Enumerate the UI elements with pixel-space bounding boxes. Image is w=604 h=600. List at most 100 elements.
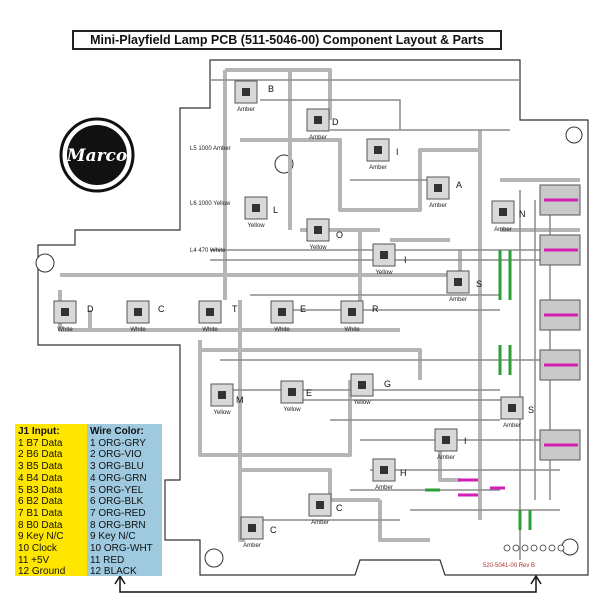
mounting-hole (204, 548, 224, 568)
j1-row: 1 B7 Data (18, 437, 63, 449)
lamp-color-label: Yellow (353, 400, 371, 406)
lamp-footprint: Yellow L (244, 196, 278, 229)
lamp-color-label: Amber (369, 165, 387, 171)
j1-row: 3 B5 Data (18, 461, 63, 473)
lamp-color-label: White (130, 327, 146, 333)
lamp-label: I (464, 436, 467, 446)
lamp-color-label: Amber (494, 227, 512, 233)
wire-row: 5 ORG-YEL (90, 484, 144, 496)
lamp-footprint: White D (53, 300, 94, 333)
j1-row: 5 B3 Data (18, 484, 63, 496)
wire-row: 11 RED (90, 554, 125, 566)
j1-row: 8 B0 Data (18, 519, 63, 531)
traces-thin (210, 79, 580, 560)
lamp-note: L5 1000 Amber (190, 146, 231, 152)
lamp-color-label: Amber (429, 203, 447, 209)
j1-row: 10 Clock (18, 543, 57, 555)
lamp-note: L6 1000 Yellow (190, 201, 231, 207)
wire-row: 12 BLACK (90, 566, 137, 578)
wire-row: 10 ORG-WHT (90, 543, 153, 555)
lamp-label: S (476, 279, 482, 289)
lamp-note: L4 470 White (190, 248, 226, 254)
lamp-footprint: White C (126, 300, 165, 333)
lamp-footprint: Amber N (491, 200, 526, 233)
lamp-footprint: Yellow E (280, 380, 312, 413)
lamp-label: L (273, 205, 278, 215)
connector-column (425, 184, 581, 552)
j1-row: 9 Key N/C (18, 531, 64, 543)
lamp-footprint: Amber S (500, 396, 534, 429)
traces (58, 68, 580, 542)
lamp-footprint: Amber S (446, 270, 482, 303)
lamp-label: N (519, 209, 526, 219)
lamp-footprint: Amber H (372, 458, 407, 491)
lamp-color-label: Amber (237, 107, 255, 113)
lamp-color-label: White (202, 327, 218, 333)
lamp-color-label: Amber (311, 520, 329, 526)
lamp-label: E (300, 304, 306, 314)
lamp-footprint: Amber A (426, 176, 462, 209)
lamp-color-label: Yellow (283, 407, 301, 413)
lamp-color-label: Amber (503, 423, 521, 429)
connection-arrow (114, 574, 542, 593)
lamp-label: C (158, 304, 165, 314)
mounting-hole (565, 126, 583, 144)
j1-row: 11 +5V (18, 554, 50, 566)
lamp-label: R (372, 304, 379, 314)
lamp-label: D (332, 117, 339, 127)
lamp-footprint: White T (198, 300, 238, 333)
lamp-color-label: White (57, 327, 73, 333)
wire-row: 3 ORG-BLU (90, 461, 144, 473)
j1-input-legend: J1 Input: 1 B7 Data 2 B6 Data 3 B5 Data … (15, 424, 87, 578)
lamp-label: D (87, 304, 94, 314)
wire-color-legend: Wire Color: 1 ORG-GRY 2 ORG-VIO 3 ORG-BL… (87, 424, 162, 578)
j1-header: J1 Input: (18, 426, 60, 437)
lamp-label: E (306, 388, 312, 398)
lamp-color-label: White (344, 327, 360, 333)
mounting-hole (561, 538, 579, 556)
lamp-color-label: Amber (375, 485, 393, 491)
lamp-footprint: Amber C (240, 516, 277, 549)
wire-row: 7 ORG-RED (90, 507, 146, 519)
lamp-footprint: Amber D (306, 108, 339, 141)
page-title: Mini-Playfield Lamp PCB (511-5046-00) Co… (72, 30, 502, 50)
j1-row: 12 Ground (18, 566, 66, 578)
wire-row: 1 ORG-GRY (90, 437, 146, 449)
lamp-footprint: Amber I (434, 428, 467, 461)
lamp-color-label: Yellow (213, 410, 231, 416)
j1-row: 7 B1 Data (18, 507, 63, 519)
lamp-color-label: Amber (243, 543, 261, 549)
lamp-label: T (232, 304, 238, 314)
lamp-label: M (236, 395, 244, 405)
lamp-label: C (336, 503, 343, 513)
lamp-color-label: Amber (309, 135, 327, 141)
lamp-label: G (384, 379, 391, 389)
lamp-label: O (336, 230, 343, 240)
lamp-color-label: Amber (437, 455, 455, 461)
j1-row: 4 B4 Data (18, 472, 63, 484)
j1-row: 2 B6 Data (18, 449, 63, 461)
part-number: 520-5041-00 Rev B (483, 563, 536, 569)
lamp-label: C (270, 525, 277, 535)
board-outline (37, 59, 589, 576)
wire-row: 8 ORG-BRN (90, 519, 146, 531)
lamp-footprint: Yellow M (210, 383, 244, 416)
mounting-hole (35, 253, 55, 273)
lamp-color-label: Amber (449, 297, 467, 303)
lamp-footprint: Amber C (308, 493, 343, 526)
lamp-label: S (528, 405, 534, 415)
j1-row: 6 B2 Data (18, 496, 63, 508)
lamp-color-label: Yellow (247, 223, 265, 229)
lamp-label: H (400, 468, 407, 478)
logo-text: Marco (66, 146, 127, 166)
lamp-label: I (404, 255, 407, 265)
marco-logo: Marco (59, 117, 135, 193)
lamp-label: A (456, 180, 462, 190)
lamp-footprint: Yellow G (350, 373, 391, 406)
lamp-color-label: Yellow (309, 245, 327, 251)
